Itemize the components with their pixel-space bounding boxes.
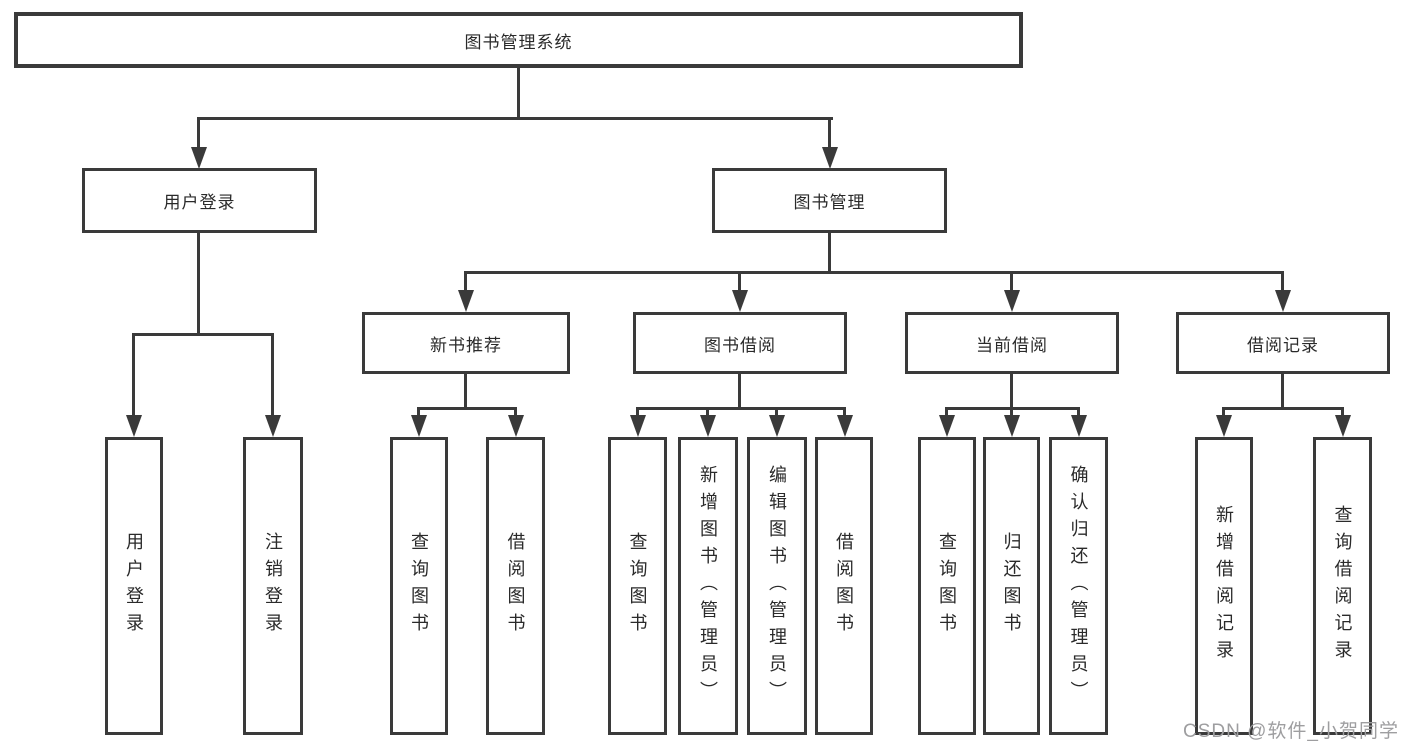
node-root: 图书管理系统	[14, 12, 1023, 68]
arrow-down-icon	[1335, 415, 1351, 437]
connector-line	[738, 271, 741, 294]
csdn-watermark: CSDN @软件_小贺同学	[1183, 721, 1399, 742]
node-book-management: 图书管理	[712, 168, 947, 233]
node-root-label: 图书管理系统	[464, 32, 573, 52]
connector-line	[514, 407, 517, 419]
connector-line	[1341, 407, 1344, 419]
connector-root-stem	[517, 67, 520, 119]
leaf-edit-book-admin: 编辑图书（管理员）	[747, 437, 807, 735]
arrow-down-icon	[769, 415, 785, 437]
leaf-edit-book-admin-label: 编辑图书（管理员）	[767, 464, 787, 708]
arrow-down-icon	[265, 415, 281, 437]
arrow-down-icon	[458, 290, 474, 312]
connector-line	[775, 407, 778, 419]
node-book-borrow-label: 图书借阅	[704, 335, 776, 355]
leaf-add-book-admin: 新增图书（管理员）	[678, 437, 738, 735]
leaf-logout-label: 注销登录	[263, 532, 283, 640]
leaf-query-book-3-label: 查询图书	[937, 532, 957, 640]
leaf-query-book-3: 查询图书	[918, 437, 976, 735]
connector-line	[1222, 407, 1225, 419]
leaf-return-book-label: 归还图书	[1001, 532, 1022, 640]
connector-bar	[636, 407, 846, 410]
node-current-borrow: 当前借阅	[905, 312, 1119, 374]
leaf-query-borrow-record: 查询借阅记录	[1313, 437, 1372, 735]
arrow-down-icon	[1004, 290, 1020, 312]
connector-line	[464, 271, 467, 294]
leaf-confirm-return-admin: 确认归还（管理员）	[1049, 437, 1108, 735]
connector-bar	[132, 333, 274, 336]
connector-level1-bar	[197, 117, 833, 120]
arrow-down-icon	[508, 415, 524, 437]
connector-line	[1281, 373, 1284, 410]
arrow-down-icon	[411, 415, 427, 437]
leaf-add-borrow-record-label: 新增借阅记录	[1214, 505, 1234, 667]
connector-line	[1077, 407, 1080, 419]
arrow-down-icon	[822, 147, 838, 169]
connector-line	[271, 333, 274, 417]
leaf-confirm-return-admin-label: 确认归还（管理员）	[1068, 464, 1089, 708]
node-new-book-recommend-label: 新书推荐	[430, 335, 502, 355]
arrow-down-icon	[630, 415, 646, 437]
leaf-user-login: 用户登录	[105, 437, 163, 735]
connector-line	[738, 373, 741, 410]
connector-line	[828, 233, 831, 274]
node-book-borrow: 图书借阅	[633, 312, 847, 374]
node-user-login-label: 用户登录	[163, 193, 236, 212]
leaf-logout: 注销登录	[243, 437, 303, 735]
node-borrow-record-label: 借阅记录	[1247, 335, 1319, 355]
leaf-return-book: 归还图书	[983, 437, 1040, 735]
connector-bar	[1222, 407, 1344, 410]
connector-line	[843, 407, 846, 419]
arrow-down-icon	[1216, 415, 1232, 437]
arrow-down-icon	[191, 147, 207, 169]
connector-line	[1010, 407, 1013, 419]
connector-line	[828, 117, 831, 150]
leaf-user-login-label: 用户登录	[124, 532, 144, 640]
arrow-down-icon	[700, 415, 716, 437]
leaf-query-book-2: 查询图书	[608, 437, 667, 735]
node-new-book-recommend: 新书推荐	[362, 312, 570, 374]
connector-line	[706, 407, 709, 419]
arrow-down-icon	[939, 415, 955, 437]
leaf-query-borrow-record-label: 查询借阅记录	[1332, 505, 1353, 667]
connector-line	[417, 407, 420, 419]
leaf-borrow-book-2: 借阅图书	[815, 437, 873, 735]
node-current-borrow-label: 当前借阅	[976, 335, 1048, 355]
leaf-borrow-book-2-label: 借阅图书	[834, 532, 854, 640]
connector-line	[1010, 373, 1013, 410]
connector-line	[197, 233, 200, 335]
arrow-down-icon	[732, 290, 748, 312]
connector-line	[1010, 271, 1013, 294]
leaf-add-borrow-record: 新增借阅记录	[1195, 437, 1253, 735]
leaf-query-book-2-label: 查询图书	[627, 532, 648, 640]
connector-line	[464, 373, 467, 410]
connector-line	[945, 407, 948, 419]
arrow-down-icon	[1071, 415, 1087, 437]
arrow-down-icon	[1275, 290, 1291, 312]
leaf-add-book-admin-label: 新增图书（管理员）	[698, 464, 718, 708]
connector-line	[197, 117, 200, 150]
arrow-down-icon	[837, 415, 853, 437]
leaf-borrow-book-1: 借阅图书	[486, 437, 545, 735]
node-borrow-record: 借阅记录	[1176, 312, 1390, 374]
connector-line	[132, 333, 135, 417]
leaf-query-book-1: 查询图书	[390, 437, 448, 735]
connector-line	[636, 407, 639, 419]
leaf-query-book-1-label: 查询图书	[409, 532, 429, 640]
leaf-borrow-book-1-label: 借阅图书	[505, 532, 526, 640]
connector-bar	[417, 407, 517, 410]
arrow-down-icon	[1004, 415, 1020, 437]
node-user-login: 用户登录	[82, 168, 317, 233]
arrow-down-icon	[126, 415, 142, 437]
node-book-management-label: 图书管理	[793, 193, 866, 212]
connector-line	[1281, 271, 1284, 294]
connector-level3-bar	[464, 271, 1284, 274]
